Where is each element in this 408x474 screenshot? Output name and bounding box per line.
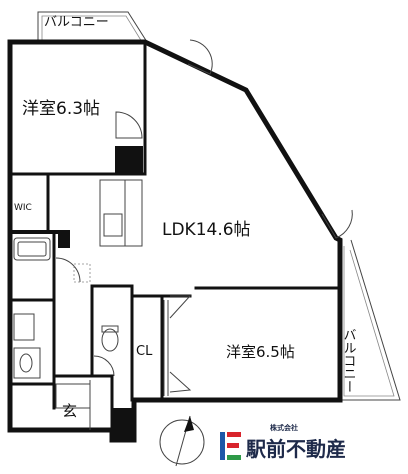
room-labels: 洋室6.3帖 LDK14.6帖 洋室6.5帖 WIC CL 玄 [14,99,295,420]
structural-columns [58,146,143,440]
door-swings [55,39,353,396]
brand-small-text: 株式会社 [270,423,298,432]
balcony-top-label: バルコニー [44,15,109,30]
brand-name: 駅前不動産 [245,437,346,461]
room-label-closet: CL [136,344,153,359]
balcony-right-label: バルコニー [341,328,357,393]
fixtures [13,179,143,430]
room-label-entrance: 玄 [62,402,77,420]
room-label-western-1: 洋室6.3帖 [22,99,100,119]
room-label-ldk: LDK14.6帖 [162,220,251,240]
balcony-top: バルコニー [37,11,148,43]
brand-logo: 株式会社 駅前不動産 [220,423,346,461]
brand-mark-icon [220,432,241,460]
room-label-wic: WIC [14,203,32,213]
compass-north-label: N [186,424,191,432]
balcony-right: バルコニー [339,239,401,401]
interior-walls [8,40,342,432]
compass: N [159,415,205,467]
room-label-western-2: 洋室6.5帖 [226,343,295,361]
